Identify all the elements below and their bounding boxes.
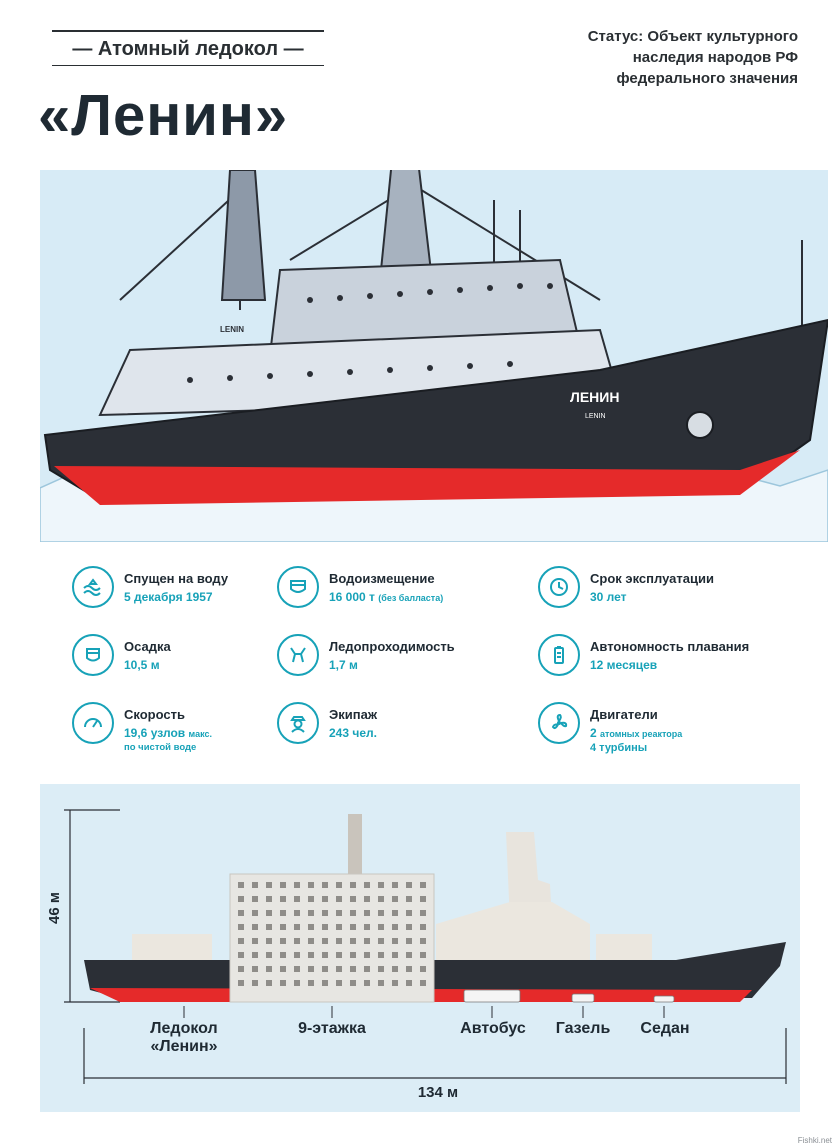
spec-value: 5 декабря 1957 [124, 590, 213, 604]
spec-value-note: (без балласта) [378, 593, 444, 603]
subtitle-top-rule [52, 30, 324, 32]
status-line-2: наследия народов РФ [632, 49, 798, 66]
spec-value: 243 чел. [329, 726, 377, 740]
subtitle: — Атомный ледокол — [72, 38, 304, 60]
spec-displacement: Водоизмещение 16 000 т (без балласта) [277, 566, 507, 618]
label-icebreaker-line2: «Ленин» [150, 1038, 218, 1055]
subtitle-bottom-rule [52, 64, 324, 66]
length-label: 134 м [417, 1084, 459, 1101]
comparison-diagram [64, 809, 787, 1084]
bus-shape [463, 989, 521, 1003]
watermark: Fishki.net [797, 1136, 832, 1145]
icebreaker-illustration: ЛЕНИН LENIN LENIN [40, 170, 828, 542]
size-comparison: 46 м Ледокол «Ленин» 9-этажка Автобус Га… [40, 784, 800, 1112]
stern-house [132, 934, 212, 960]
spec-value: 1,7 м [329, 658, 358, 672]
label-van: Газель [555, 1020, 611, 1037]
ship-name-hull: ЛЕНИН [570, 389, 619, 405]
status-line-3: федерального значения [616, 70, 798, 87]
side-label: LENIN [220, 325, 244, 334]
fore-mast-silhouette [506, 832, 552, 922]
spec-value-note: макс. [188, 729, 212, 739]
status-line-1: Статус: Объект культурного [587, 28, 798, 45]
spec-value: 16 000 т (без балласта) [329, 590, 443, 606]
leader-lines [183, 1006, 665, 1018]
van-shape [571, 993, 595, 1003]
height-label: 46 м [46, 892, 63, 924]
label-building: 9-этажка [298, 1020, 366, 1037]
anchor-icon [686, 411, 714, 439]
spec-ice-capability: Ледопроходимость 1,7 м [277, 634, 507, 686]
spec-value: 10,5 м [124, 658, 160, 672]
spec-value: 30 лет [590, 590, 627, 604]
icebreak-icon [277, 634, 319, 676]
sailor-icon [277, 702, 319, 744]
dimension-lines [64, 809, 787, 1084]
label-sedan: Седан [640, 1020, 690, 1037]
spec-value-extra: 4 турбины [590, 742, 648, 754]
spec-value-main: 2 [590, 726, 597, 740]
hull-icon [277, 566, 319, 608]
specs-grid: Спущен на воду 5 декабря 1957 Водоизмеще… [72, 566, 792, 766]
spec-label: Срок эксплуатации [590, 571, 714, 586]
spec-draft: Осадка 10,5 м [72, 634, 272, 686]
draft-icon [72, 634, 114, 676]
nine-storey-building [229, 873, 435, 1003]
page-title: «Ленин» [38, 83, 289, 148]
spec-engines: Двигатели 2 атомных реактора 4 турбины [538, 702, 768, 754]
spec-value: 19,6 узлов макс. [124, 726, 212, 742]
fore-mast [378, 170, 434, 281]
spec-crew: Экипаж 243 чел. [277, 702, 507, 754]
label-bus: Автобус [460, 1020, 526, 1037]
spec-label: Скорость [124, 707, 185, 722]
sedan-shape [653, 995, 675, 1003]
spec-label: Экипаж [329, 707, 378, 722]
label-icebreaker: Ледокол «Ленин» [138, 1020, 230, 1056]
status-text: Статус: Объект культурного наследия наро… [498, 26, 798, 89]
hull-waterline [54, 450, 800, 505]
spec-label: Осадка [124, 639, 171, 654]
spec-value-main: 16 000 т [329, 590, 375, 604]
spec-value: 12 месяцев [590, 658, 658, 672]
funnel-mast [348, 814, 362, 874]
speedometer-icon [72, 702, 114, 744]
clock-icon [538, 566, 580, 608]
spec-value-extra: по чистой воде [124, 742, 197, 753]
hero-illustration: ЛЕНИН LENIN LENIN [40, 170, 828, 542]
aft-mast [220, 170, 267, 301]
spec-launched: Спущен на воду 5 декабря 1957 [72, 566, 272, 618]
portholes [187, 283, 553, 383]
bow-house [596, 934, 652, 960]
spec-label: Двигатели [590, 707, 658, 722]
subtitle-block: — Атомный ледокол — [52, 30, 324, 66]
spec-value: 2 атомных реактора [590, 726, 682, 742]
spec-service-life: Срок эксплуатации 30 лет [538, 566, 768, 618]
propeller-icon [538, 702, 580, 744]
superstructure-silhouette [436, 902, 590, 974]
ship-name-latin: LENIN [585, 413, 606, 420]
wave-icon [72, 566, 114, 608]
spec-speed: Скорость 19,6 узлов макс. по чистой воде [72, 702, 272, 754]
spec-label: Автономность плавания [590, 639, 750, 654]
spec-label: Спущен на воду [124, 571, 229, 586]
spec-label: Водоизмещение [329, 571, 435, 586]
spec-label: Ледопроходимость [329, 639, 455, 654]
label-icebreaker-line1: Ледокол [150, 1020, 218, 1037]
spec-value-note: атомных реактора [600, 729, 683, 739]
spec-value-main: 19,6 узлов [124, 726, 186, 740]
spec-autonomy: Автономность плавания 12 месяцев [538, 634, 768, 686]
battery-icon [538, 634, 580, 676]
